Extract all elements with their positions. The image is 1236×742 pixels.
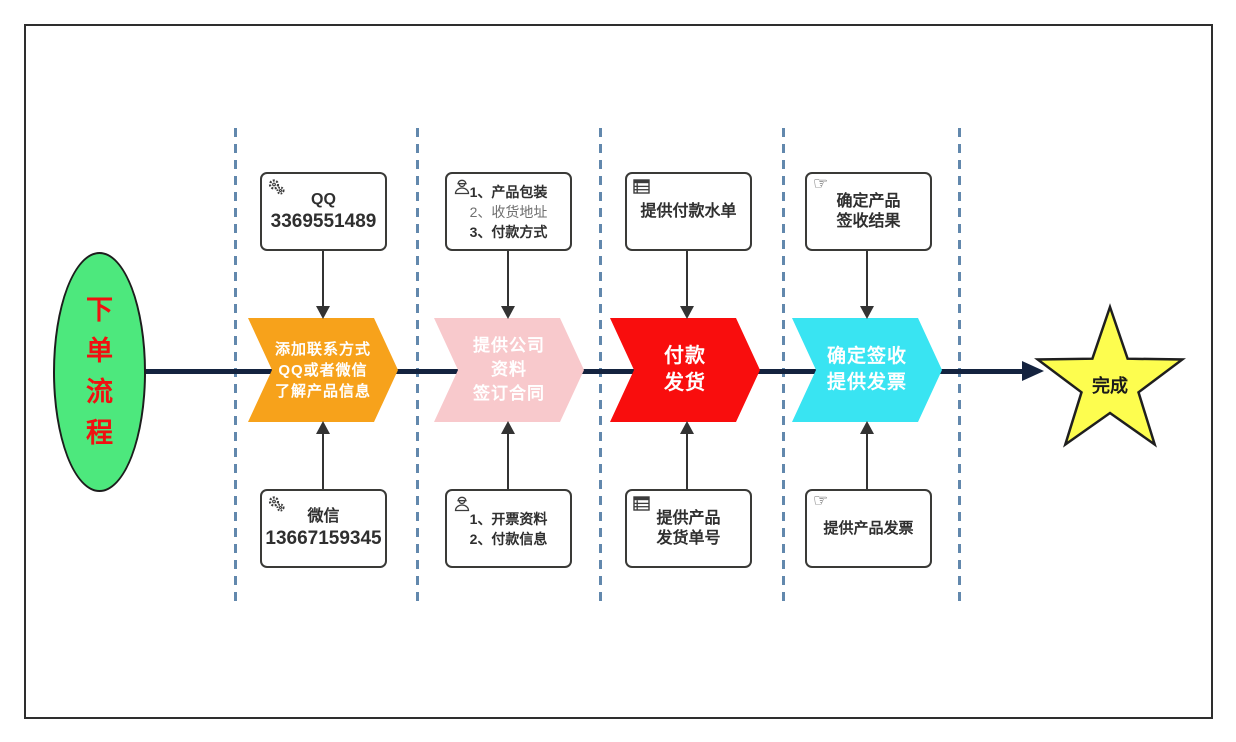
stage-label: 付款 [664, 345, 706, 367]
stage-label: 确定签收 [826, 346, 907, 367]
phase-divider [416, 128, 419, 606]
stage-chevron-pay-ship: 付款 发货 [610, 318, 760, 422]
arrow-up-icon [860, 421, 874, 434]
stage-label: 提供发票 [826, 372, 907, 393]
stage-chevron-sign-invoice: 确定签收 提供发票 [792, 318, 942, 422]
note-box-packaging: 1、产品包装 2、收货地址 3、付款方式 [445, 172, 572, 251]
note-line: QQ [311, 190, 336, 208]
stage-label: QQ或者微信 [278, 361, 368, 379]
note-line: 提供产品 [656, 509, 721, 527]
note-box-product-invoice: ☞ 提供产品发票 [805, 489, 932, 568]
start-label-char: 流 [86, 377, 113, 407]
note-line: 签收结果 [836, 212, 901, 230]
arrow-up-icon [501, 421, 515, 434]
note-line: 1、开票资料 [469, 510, 548, 527]
arrow-down-icon [316, 306, 330, 319]
gears-icon [268, 496, 285, 512]
phase-divider [782, 128, 785, 606]
stage-label: 资料 [491, 360, 527, 379]
connector-line [866, 433, 868, 489]
connector-line [686, 433, 688, 489]
start-label-char: 下 [86, 295, 113, 325]
stage-label: 了解产品信息 [274, 382, 371, 400]
phase-divider [958, 128, 961, 606]
connector-line [322, 433, 324, 489]
start-label-char: 单 [86, 336, 113, 366]
note-line: 1、产品包装 [469, 183, 548, 200]
note-line: 2、收货地址 [469, 203, 548, 220]
gears-icon [268, 179, 285, 195]
note-line: 发货单号 [656, 529, 721, 547]
table-icon [633, 179, 650, 194]
connector-line [322, 251, 324, 308]
note-line: 确定产品 [836, 192, 901, 210]
note-box-qq: QQ 3369551489 [260, 172, 387, 251]
arrow-down-icon [501, 306, 515, 319]
worker-icon [454, 179, 470, 195]
note-line: 13667159345 [265, 527, 382, 549]
note-line: 微信 [307, 507, 340, 525]
arrow-down-icon [680, 306, 694, 319]
note-box-payment-slip: 提供付款水单 [625, 172, 752, 251]
connector-line [686, 251, 688, 308]
stage-label: 添加联系方式 [274, 340, 371, 358]
note-line: 3369551489 [270, 210, 377, 232]
arrow-up-icon [680, 421, 694, 434]
start-ellipse: 下 单 流 程 [53, 252, 146, 492]
arrow-down-icon [860, 306, 874, 319]
start-label-char: 程 [86, 418, 113, 448]
note-line: 提供付款水单 [640, 202, 737, 220]
connector-line [507, 433, 509, 489]
note-box-receipt-result: ☞ 确定产品 签收结果 [805, 172, 932, 251]
stage-label: 提供公司 [473, 336, 545, 355]
stage-label: 发货 [664, 372, 706, 394]
finish-star [1032, 303, 1188, 463]
table-icon [633, 496, 650, 511]
pointing-hand-icon: ☞ [813, 491, 829, 510]
note-line: 提供产品发票 [823, 519, 914, 537]
note-line: 2、付款信息 [469, 530, 548, 547]
note-line: 3、付款方式 [469, 223, 548, 240]
arrow-up-icon [316, 421, 330, 434]
note-box-shipping-number: 提供产品 发货单号 [625, 489, 752, 568]
phase-divider [234, 128, 237, 606]
stage-chevron-company-contract: 提供公司 资料 签订合同 [434, 318, 584, 422]
flow-arrowhead-icon [1022, 361, 1044, 381]
finish-label: 完成 [1092, 376, 1128, 396]
stage-chevron-add-contact: 添加联系方式 QQ或者微信 了解产品信息 [248, 318, 398, 422]
phase-divider [599, 128, 602, 606]
pointing-hand-icon: ☞ [813, 174, 829, 193]
note-box-wechat: 微信 13667159345 [260, 489, 387, 568]
connector-line [866, 251, 868, 308]
connector-line [507, 251, 509, 308]
stage-label: 签订合同 [473, 384, 545, 403]
worker-icon [454, 496, 470, 512]
note-box-invoice-info: 1、开票资料 2、付款信息 [445, 489, 572, 568]
outer-frame [24, 24, 1213, 719]
